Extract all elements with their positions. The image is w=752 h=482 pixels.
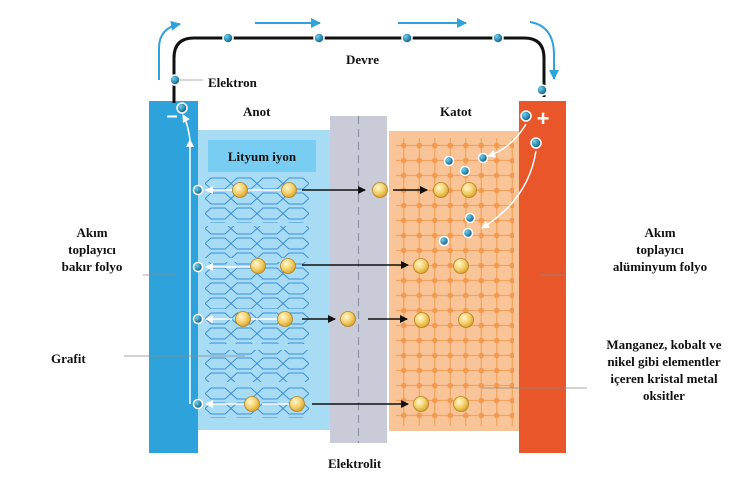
cathode-label: Katot <box>440 104 472 119</box>
copper-collector-label: Akım toplayıcı bakır folyo <box>44 224 140 275</box>
anode-label: Anot <box>243 104 271 119</box>
electrolyte-label: Elektrolit <box>328 456 382 471</box>
leader-lines <box>124 274 587 389</box>
minus-sign: – <box>166 105 177 127</box>
aluminum-collector-label-line-2: toplayıcı <box>636 242 684 257</box>
aluminum-collector-label: Akım toplayıcı alüminyum folyo <box>590 224 730 275</box>
circuit-electrons <box>169 32 548 96</box>
cathode-material-label-line-4: oksitler <box>643 388 685 403</box>
ion-arrows <box>302 186 428 408</box>
aluminum-collector <box>519 101 566 453</box>
circuit-label: Devre <box>346 52 379 67</box>
aluminum-collector-label-line-3: alüminyum folyo <box>612 259 708 274</box>
lithium-ion-label: Lityum iyon <box>227 148 297 164</box>
electron-label: Elektron <box>208 75 257 90</box>
circuit-wire <box>172 36 546 103</box>
cathode-lattice <box>396 138 514 426</box>
graphite-label: Grafit <box>51 351 86 366</box>
copper-collector-label-line-2: toplayıcı <box>68 242 116 257</box>
lithium-ions <box>232 182 477 412</box>
copper-collector-label-line-3: bakır folyo <box>61 259 123 274</box>
plus-sign: + <box>537 106 550 131</box>
cathode-electrons <box>438 152 489 247</box>
electron-paths <box>182 114 537 408</box>
collector-electrons <box>176 102 542 410</box>
graphite-layers <box>205 176 309 418</box>
cathode-material-label-line-3: içeren kristal metal <box>610 371 718 386</box>
lithium-ion-label-box: Lityum iyon <box>208 140 316 172</box>
circuit-flow-arrows <box>158 18 559 80</box>
cathode-material-label-line-2: nikel gibi elementler <box>607 354 721 369</box>
aluminum-collector-label-line-1: Akım <box>644 225 676 240</box>
copper-collector-label-line-1: Akım <box>76 225 108 240</box>
cathode-material-label-line-1: Manganez, kobalt ve <box>606 337 722 352</box>
cathode-material-label: Manganez, kobalt ve nikel gibi elementle… <box>582 336 746 404</box>
